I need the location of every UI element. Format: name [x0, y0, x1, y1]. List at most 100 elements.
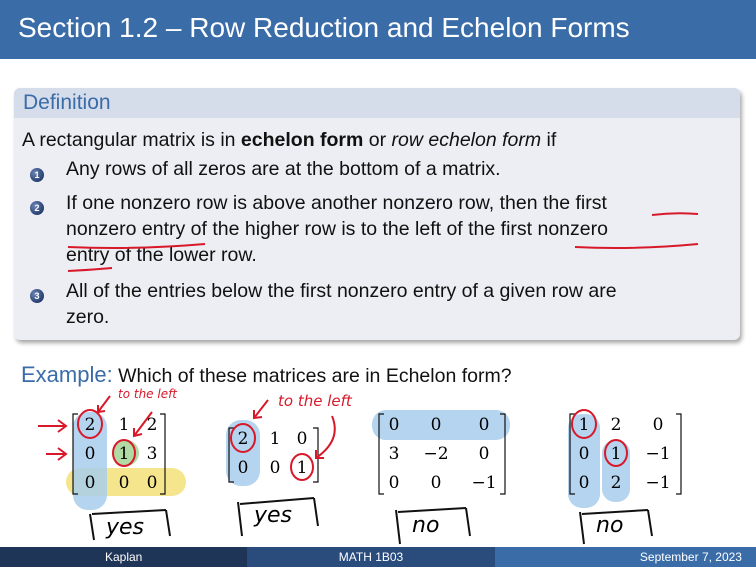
verdict-frame: [237, 497, 319, 537]
lead-text: A rectangular matrix is in: [22, 129, 241, 151]
note-to-the-left: to the left: [278, 392, 353, 410]
left-bracket: [72, 413, 78, 495]
matrix-4: 1 2 0 0 1 −1 0 2 −1 no: [568, 409, 682, 545]
matrix-entry: 1: [579, 415, 590, 435]
pivot-circle: [77, 409, 103, 439]
matrix-entry: 1: [119, 415, 130, 435]
slide-title: Section 1.2 – Row Reduction and Echelon …: [18, 12, 630, 43]
definition-item-3: All of the entries below the first nonze…: [66, 278, 726, 330]
footer-author: Kaplan: [0, 547, 248, 567]
verdict-yes: yes: [253, 503, 292, 528]
matrix-entry: 2: [238, 429, 249, 449]
footer-date: September 7, 2023: [494, 547, 756, 567]
arrow-down-icon: [97, 395, 111, 414]
note-to-the-left: to the left: [118, 387, 178, 401]
example-question: Which of these matrices are in Echelon f…: [112, 365, 512, 387]
matrix-entry: 0: [479, 444, 490, 464]
matrix-entry: −2: [423, 444, 448, 464]
matrix-entry: 0: [119, 473, 130, 493]
matrix-entry: 1: [119, 444, 130, 464]
verdict-frame: [395, 507, 471, 545]
item-line: If one nonzero row is above another nonz…: [66, 192, 607, 214]
matrix-entry: 2: [611, 473, 622, 493]
matrix-entry: 0: [389, 473, 400, 493]
matrix-3: 0 0 0 3 −2 0 0 0 −1 no: [372, 410, 510, 545]
matrix-entry: 1: [611, 444, 622, 464]
matrix-entry: 0: [85, 473, 96, 493]
matrix-entry: 0: [85, 444, 96, 464]
pivot-circle: [604, 439, 628, 467]
example-line: Example: Which of these matrices are in …: [21, 362, 512, 388]
footer-course: MATH 1B03: [247, 547, 495, 567]
title-bar: Section 1.2 – Row Reduction and Echelon …: [0, 0, 756, 59]
matrix-entry: 0: [147, 473, 158, 493]
matrix-entry: 1: [297, 458, 308, 478]
pivot-circle: [571, 409, 597, 439]
matrix-entry: 0: [653, 415, 664, 435]
right-bracket: [500, 413, 506, 495]
left-bracket: [569, 413, 575, 495]
bullet-1: 1: [30, 168, 44, 182]
right-bracket: [160, 413, 166, 495]
matrix-entry: 0: [389, 415, 400, 435]
verdict-no: no: [412, 513, 439, 538]
matrix-1: 2 1 2 0 1 3 0 0 0 to the left yes: [38, 387, 186, 541]
matrix-entry: 0: [297, 429, 308, 449]
item-line: All of the entries below the first nonze…: [66, 280, 617, 302]
bullet-3: 3: [30, 289, 44, 303]
matrix-entry: −1: [645, 473, 670, 493]
verdict-frame: [89, 509, 171, 541]
matrix-entry: 2: [147, 415, 158, 435]
lead-text: or: [363, 129, 392, 151]
matrix-entry: −1: [471, 473, 496, 493]
definition-box: Definition A rectangular matrix is in ec…: [14, 88, 740, 340]
definition-item-2: If one nonzero row is above another nonz…: [66, 190, 726, 268]
highlight-zero-row: [372, 410, 510, 440]
matrix-entry: 0: [579, 473, 590, 493]
highlight-first-column: [568, 414, 600, 508]
matrix-entry: 0: [431, 473, 442, 493]
item-line: entry of the lower row.: [66, 244, 257, 266]
matrix-entry: 2: [85, 415, 96, 435]
matrix-entry: 3: [389, 444, 400, 464]
right-bracket: [676, 413, 682, 495]
arrow-right-icon: [38, 419, 68, 433]
highlight-first-column: [73, 412, 107, 510]
definition-lead: A rectangular matrix is in echelon form …: [22, 129, 556, 152]
term-row-echelon-form: row echelon form: [391, 129, 542, 151]
matrix-2: 2 1 0 0 0 1 to the left yes: [226, 392, 353, 537]
pivot-circle: [290, 453, 314, 481]
matrix-entry: 0: [579, 444, 590, 464]
matrix-entry: 0: [479, 415, 490, 435]
item-line: zero.: [66, 306, 110, 328]
matrix-entry: 0: [431, 415, 442, 435]
verdict-frame: [579, 509, 653, 545]
pivot-circle: [112, 439, 136, 467]
bullet-2: 2: [30, 201, 44, 215]
matrix-entry: −1: [645, 444, 670, 464]
arrow-down-icon: [133, 411, 153, 438]
item-line: nonzero entry of the higher row is to th…: [66, 218, 608, 240]
left-bracket: [378, 413, 384, 495]
definition-header: Definition: [14, 88, 740, 118]
matrix-entry: 0: [238, 458, 249, 478]
matrix-entry: 3: [147, 444, 158, 464]
arrow-right-icon: [46, 447, 68, 461]
example-label: Example:: [21, 362, 113, 387]
left-bracket: [228, 427, 234, 483]
matrix-entry: 0: [270, 458, 281, 478]
lead-text: if: [541, 129, 557, 151]
footer: Kaplan MATH 1B03 September 7, 2023: [0, 547, 756, 567]
matrix-entry: 2: [611, 415, 622, 435]
term-echelon-form: echelon form: [240, 129, 364, 151]
arrow-down-icon: [253, 399, 269, 420]
pivot-circle: [230, 423, 256, 453]
highlight-second-column: [602, 440, 630, 502]
verdict-yes: yes: [105, 515, 144, 540]
right-bracket: [313, 427, 319, 483]
definition-item-1: Any rows of all zeros are at the bottom …: [66, 158, 501, 180]
verdict-no: no: [596, 513, 623, 538]
definition-heading: Definition: [23, 91, 111, 114]
curved-arrow-icon: [315, 415, 336, 459]
